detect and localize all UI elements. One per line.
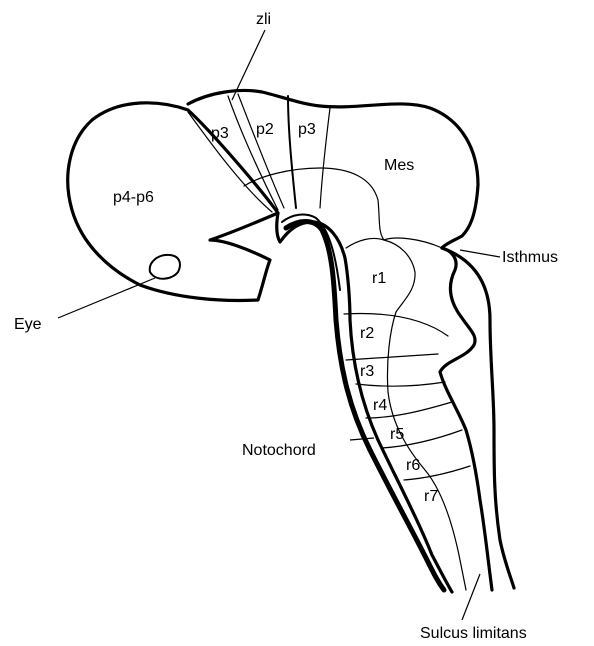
label-eye: Eye [14,316,42,333]
label-p3-right: p3 [298,121,316,138]
label-sulcus-limitans: Sulcus limitans [420,625,527,642]
isthmus-outline [440,248,492,590]
eye-pointer [58,278,155,318]
label-r3: r3 [360,363,374,380]
label-r1: r1 [372,270,386,287]
forebrain-outline [68,103,278,301]
eye-outline [150,255,180,279]
diencephalic-inner-contour [244,168,384,240]
r3-r4-boundary [356,382,445,386]
zli-line-1 [228,96,278,210]
r2-r3-boundary [346,354,438,360]
label-p3-left: p3 [211,125,229,142]
label-p4-p6: p4-p6 [113,189,154,206]
label-r6: r6 [406,457,420,474]
label-r4: r4 [373,397,387,414]
label-isthmus: Isthmus [502,249,558,266]
label-r7: r7 [424,488,438,505]
p2-p3-boundary [288,96,296,208]
sulcus-limitans-line [346,238,442,248]
label-r2: r2 [360,325,374,342]
label-r5: r5 [390,426,404,443]
label-p2: p2 [256,121,274,138]
label-zli: zli [256,11,271,28]
p3-mes-boundary [320,108,330,208]
label-mes: Mes [384,157,414,174]
ventral-outline [277,213,452,592]
label-notochord: Notochord [242,442,316,459]
isthmus-pointer [460,250,500,257]
